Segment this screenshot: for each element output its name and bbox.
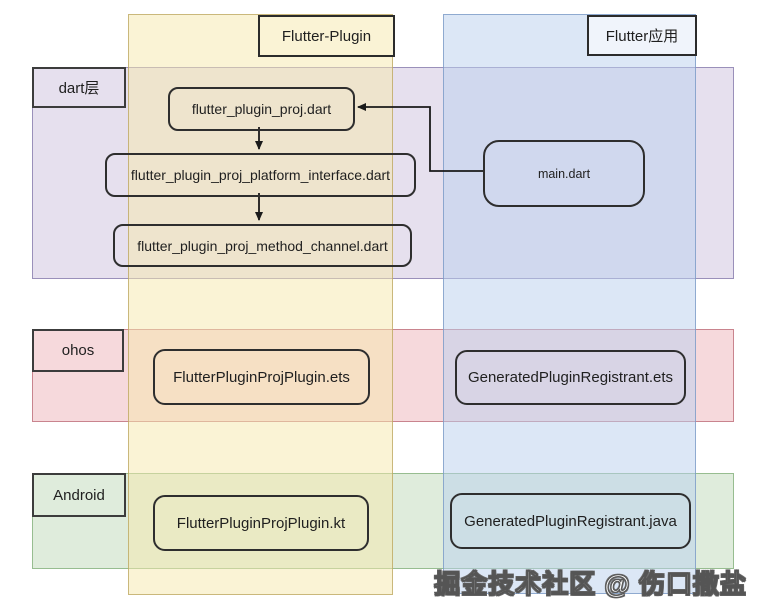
node-main-dart-label: main.dart [537, 166, 591, 181]
node-platform-interface-dart: flutter_plugin_proj_platform_interface.d… [105, 153, 416, 197]
node-flutter-plugin-proj-plugin-kt-label: FlutterPluginProjPlugin.kt [176, 514, 346, 532]
node-method-channel-dart-label: flutter_plugin_proj_method_channel.dart [137, 237, 388, 254]
node-generated-plugin-registrant-ets: GeneratedPluginRegistrant.ets [455, 350, 686, 405]
watermark: 掘金技术社区 @ 伤口撒盐 [434, 569, 747, 600]
row-label-ohos: ohos [32, 329, 124, 372]
node-flutter-plugin-proj-plugin-ets: FlutterPluginProjPlugin.ets [153, 349, 370, 405]
node-flutter-plugin-proj-plugin-ets-label: FlutterPluginProjPlugin.ets [173, 368, 350, 386]
column-header-flutter-app: Flutter应用 [587, 15, 697, 56]
node-generated-plugin-registrant-java: GeneratedPluginRegistrant.java [450, 493, 691, 549]
column-band-flutter-plugin [128, 14, 393, 595]
node-flutter-plugin-proj-plugin-kt: FlutterPluginProjPlugin.kt [153, 495, 369, 551]
node-flutter-plugin-proj-dart: flutter_plugin_proj.dart [168, 87, 355, 131]
edge-main-to-proj [357, 103, 483, 172]
column-header-flutter-plugin: Flutter-Plugin [258, 15, 395, 57]
node-method-channel-dart: flutter_plugin_proj_method_channel.dart [113, 224, 412, 267]
row-label-android-text: Android [53, 486, 105, 504]
column-header-flutter-plugin-label: Flutter-Plugin [281, 27, 372, 45]
node-main-dart: main.dart [483, 140, 645, 207]
column-band-flutter-app [443, 14, 696, 594]
node-platform-interface-dart-label: flutter_plugin_proj_platform_interface.d… [130, 167, 391, 183]
row-label-dart-layer-text: dart层 [58, 80, 100, 97]
node-generated-plugin-registrant-java-label: GeneratedPluginRegistrant.java [464, 512, 677, 530]
row-label-android: Android [32, 473, 126, 517]
node-generated-plugin-registrant-ets-label: GeneratedPluginRegistrant.ets [467, 369, 674, 386]
node-flutter-plugin-proj-dart-label: flutter_plugin_proj.dart [191, 101, 332, 117]
row-label-dart-layer: dart层 [32, 67, 126, 108]
row-label-ohos-text: ohos [61, 342, 95, 359]
column-header-flutter-app-label: Flutter应用 [605, 28, 679, 45]
